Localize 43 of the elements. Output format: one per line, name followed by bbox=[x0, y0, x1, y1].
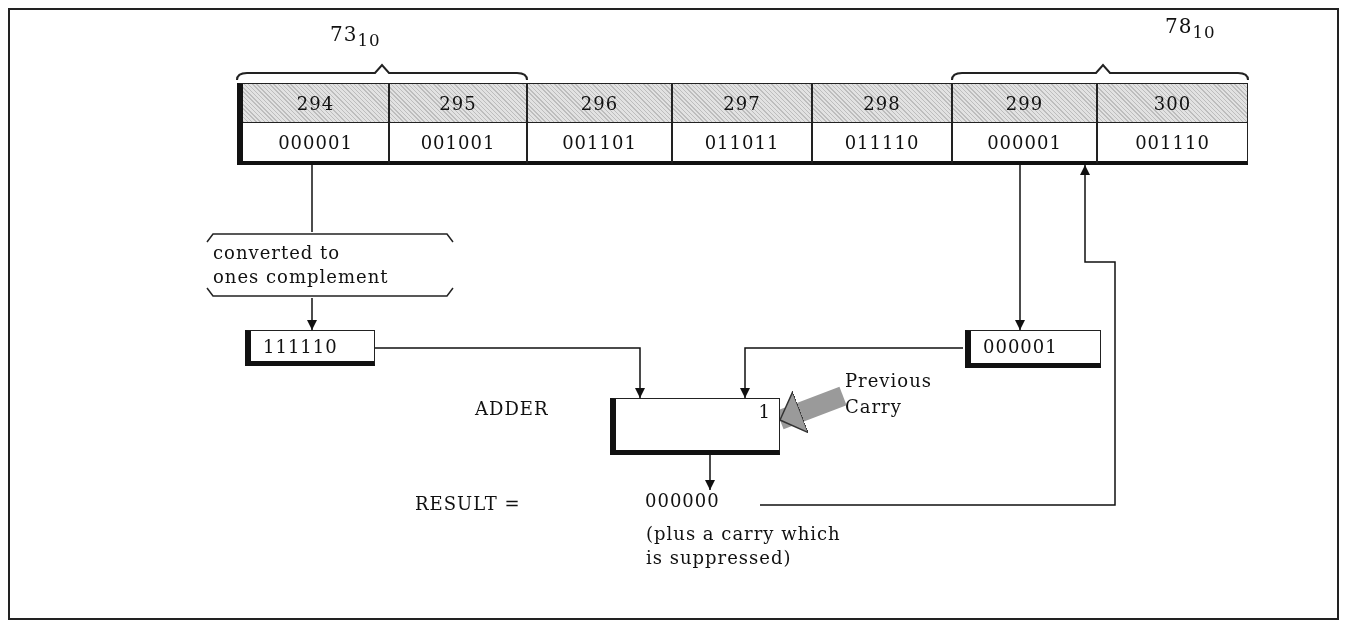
bracket-box bbox=[205, 232, 455, 298]
memory-cell bbox=[952, 83, 1097, 165]
address-label: 299 bbox=[953, 84, 1096, 123]
result-value: 000000 bbox=[645, 490, 721, 511]
arrow bbox=[1015, 164, 1025, 331]
address-label: 294 bbox=[243, 84, 388, 123]
address-label: 297 bbox=[673, 84, 811, 123]
memory-cell bbox=[672, 83, 812, 165]
cell-value: 001110 bbox=[1135, 132, 1210, 153]
cell-value: 001101 bbox=[562, 132, 637, 153]
memory-cell bbox=[1097, 83, 1248, 165]
arrow bbox=[307, 297, 317, 331]
memory-cell bbox=[812, 83, 952, 165]
box-text: converted to ones complement bbox=[213, 241, 390, 289]
arrow bbox=[705, 454, 715, 491]
arrow bbox=[759, 164, 1116, 506]
adder-box bbox=[610, 398, 780, 455]
address-label: 300 bbox=[1098, 84, 1247, 123]
register-box bbox=[245, 330, 375, 366]
carry-digit: 1 bbox=[758, 401, 771, 422]
value-label: 78$_{10}$ bbox=[1165, 14, 1216, 42]
address-label: 296 bbox=[528, 84, 671, 123]
cell-value: 001001 bbox=[420, 132, 496, 153]
cell-value: 000001 bbox=[987, 132, 1062, 153]
cell-value: 011011 bbox=[704, 132, 780, 153]
arrow bbox=[740, 347, 964, 399]
cell-value: 011110 bbox=[844, 132, 920, 153]
memory-cell bbox=[237, 83, 389, 165]
arrow bbox=[374, 347, 645, 399]
side-label: ADDER bbox=[475, 398, 549, 419]
memory-cell bbox=[389, 83, 527, 165]
register-value: 000001 bbox=[983, 336, 1058, 357]
note-text: Previous Carry bbox=[845, 369, 933, 419]
address-label: 295 bbox=[390, 84, 526, 123]
register-value: 111110 bbox=[263, 336, 338, 357]
memory-cell bbox=[527, 83, 672, 165]
cell-value: 000001 bbox=[278, 132, 353, 153]
address-label: 298 bbox=[813, 84, 951, 123]
side-label: (plus a carry which is suppressed) bbox=[646, 522, 842, 570]
result-label: RESULT = bbox=[415, 493, 521, 514]
register-box bbox=[965, 330, 1101, 368]
value-label: 73$_{10}$ bbox=[330, 22, 381, 50]
connector-line bbox=[311, 164, 313, 233]
